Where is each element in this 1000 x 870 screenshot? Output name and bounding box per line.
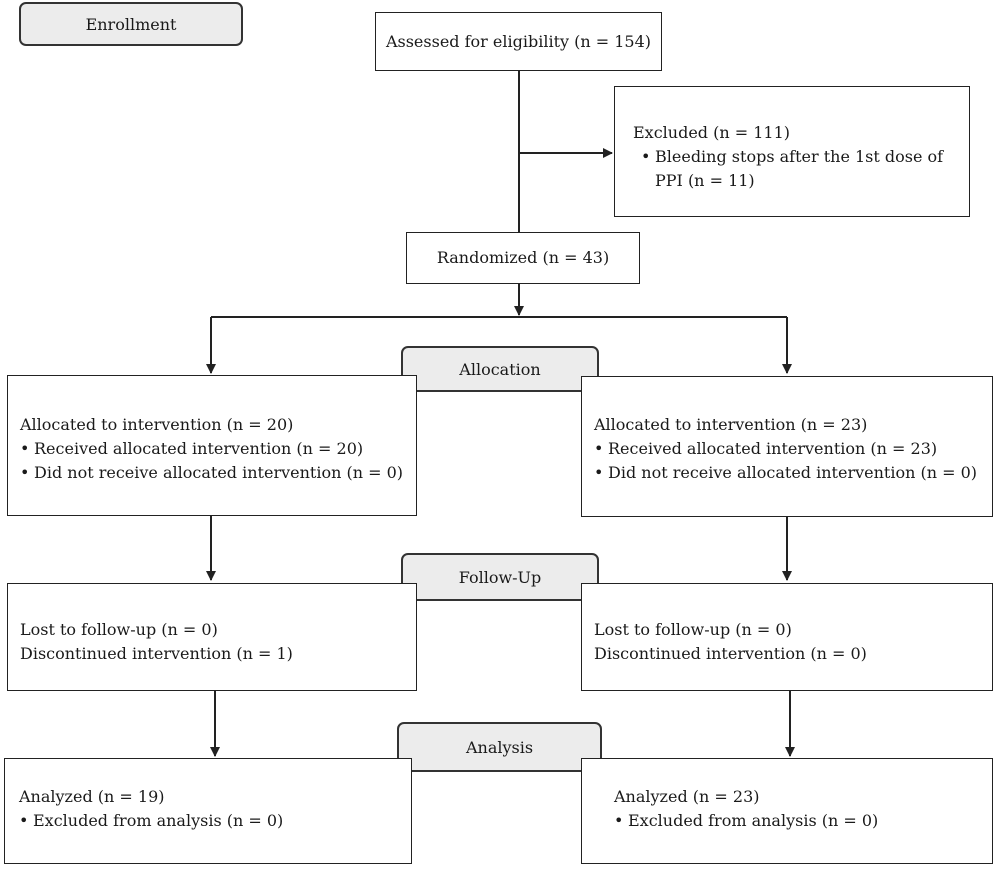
allocation-right-item: Received allocated intervention (n = 23) bbox=[594, 437, 982, 461]
excluded-box: Excluded (n = 111) Bleeding stops after … bbox=[614, 86, 970, 217]
allocation-left-item: Did not receive allocated intervention (… bbox=[20, 461, 406, 485]
excluded-item-text: Bleeding stops after the 1st dose of PPI… bbox=[655, 147, 944, 190]
stage-allocation: Allocation bbox=[401, 346, 599, 392]
allocation-left-box: Allocated to intervention (n = 20) Recei… bbox=[7, 375, 417, 516]
excluded-item: Bleeding stops after the 1st dose of PPI… bbox=[633, 145, 959, 193]
allocation-left-item: Received allocated intervention (n = 20) bbox=[20, 437, 406, 461]
allocation-right-box: Allocated to intervention (n = 23) Recei… bbox=[581, 376, 993, 517]
randomized-box: Randomized (n = 43) bbox=[406, 232, 640, 284]
assessed-box: Assessed for eligibility (n = 154) bbox=[375, 12, 662, 71]
follow-up-right-line: Discontinued intervention (n = 0) bbox=[594, 644, 867, 663]
analysis-left-item: Excluded from analysis (n = 0) bbox=[19, 809, 401, 833]
analysis-left-title: Analyzed (n = 19) bbox=[19, 787, 165, 806]
stage-enrollment-label: Enrollment bbox=[85, 14, 177, 34]
stage-analysis: Analysis bbox=[397, 722, 602, 772]
analysis-right-box: Analyzed (n = 23) Excluded from analysis… bbox=[581, 758, 993, 864]
follow-up-left-box: Lost to follow-up (n = 0) Discontinued i… bbox=[7, 583, 417, 691]
analysis-right-item: Excluded from analysis (n = 0) bbox=[614, 809, 982, 833]
stage-enrollment: Enrollment bbox=[19, 2, 243, 46]
assessed-text: Assessed for eligibility (n = 154) bbox=[385, 31, 652, 51]
allocation-right-item: Did not receive allocated intervention (… bbox=[594, 461, 982, 485]
analysis-right-title: Analyzed (n = 23) bbox=[614, 787, 760, 806]
follow-up-right-line: Lost to follow-up (n = 0) bbox=[594, 620, 792, 639]
stage-analysis-label: Analysis bbox=[465, 737, 534, 757]
stage-follow-up: Follow-Up bbox=[401, 553, 599, 601]
follow-up-right-box: Lost to follow-up (n = 0) Discontinued i… bbox=[581, 583, 993, 691]
stage-follow-up-label: Follow-Up bbox=[458, 567, 542, 587]
follow-up-left-line: Discontinued intervention (n = 1) bbox=[20, 644, 293, 663]
follow-up-left-line: Lost to follow-up (n = 0) bbox=[20, 620, 218, 639]
randomized-text: Randomized (n = 43) bbox=[436, 248, 610, 267]
excluded-title: Excluded (n = 111) bbox=[633, 123, 791, 142]
analysis-left-box: Analyzed (n = 19) Excluded from analysis… bbox=[4, 758, 412, 864]
stage-allocation-label: Allocation bbox=[459, 359, 541, 379]
allocation-right-title: Allocated to intervention (n = 23) bbox=[594, 415, 868, 434]
allocation-left-title: Allocated to intervention (n = 20) bbox=[20, 415, 294, 434]
